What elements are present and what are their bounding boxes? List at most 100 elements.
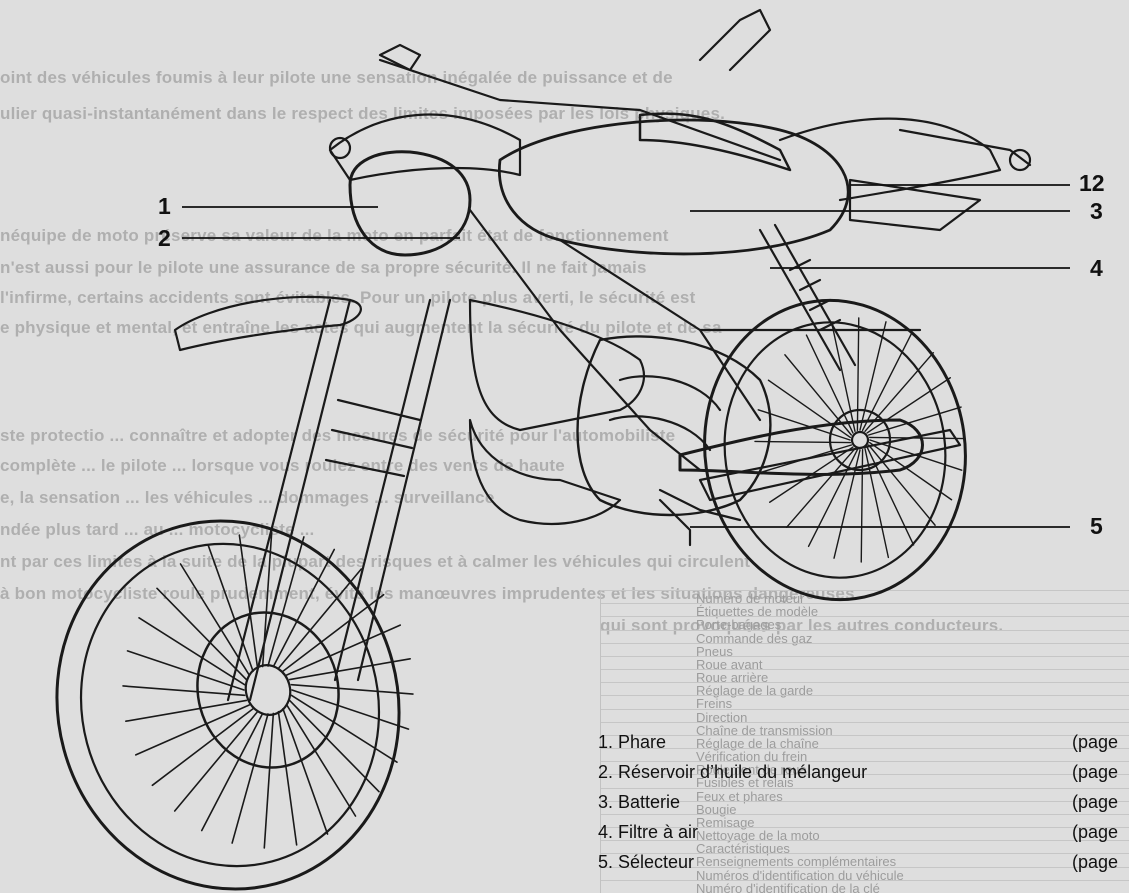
toc-divider xyxy=(601,616,1129,618)
wheel-spoke xyxy=(864,447,890,559)
engine xyxy=(576,335,772,517)
toc-entry: Roulement de roue xyxy=(696,762,807,778)
toc-entry: Remisage xyxy=(696,814,755,830)
toc-entry: Porte-bagages xyxy=(696,617,782,633)
wheel-spoke xyxy=(151,707,254,787)
wheel-spoke xyxy=(282,707,329,835)
callout-5: 5 xyxy=(1090,513,1103,539)
wheel-spoke xyxy=(861,332,913,432)
toc-entry: Numéro d'identification de la clé xyxy=(696,880,880,893)
toc-divider xyxy=(601,590,1129,591)
legend-page-ref: (page xyxy=(1072,822,1119,842)
legend-label: 3. Batterie xyxy=(598,792,681,812)
toc-entry: Réglage de la garde xyxy=(696,683,814,699)
toc-entry: Bougie xyxy=(696,801,737,817)
wheel-spoke xyxy=(867,444,936,526)
toc-divider xyxy=(601,800,1129,802)
wheel-spoke xyxy=(126,650,245,691)
legend-item: 4. Filtre à air (page xyxy=(598,818,1129,848)
wheel-spoke xyxy=(272,548,336,668)
wheel-spoke xyxy=(757,409,851,441)
legend-page-ref: (page xyxy=(1072,792,1119,812)
front-fork-right xyxy=(333,298,432,682)
wheel-spoke xyxy=(134,704,251,756)
wheel-spoke xyxy=(830,321,856,433)
wheel-spoke xyxy=(263,712,275,849)
front-tire xyxy=(55,519,401,891)
legend-item: 5. Sélecteur (page xyxy=(598,848,1129,878)
toc-divider xyxy=(601,682,1129,684)
callout-2: 2 xyxy=(158,225,171,251)
toc-divider xyxy=(601,642,1129,644)
toc-divider xyxy=(601,721,1129,723)
toc-entry: Commande des gaz xyxy=(696,630,813,646)
bg-line: oint des véhicules foumis à leur pilote … xyxy=(0,68,673,87)
exhaust xyxy=(468,418,622,526)
toc-divider xyxy=(601,774,1129,776)
mirror xyxy=(698,8,772,72)
toc-entry: Roue avant xyxy=(696,656,763,672)
parts-legend: 1. Phare (page 2. Réservoir d’huile du m… xyxy=(598,728,1129,878)
legend-label: 5. Sélecteur xyxy=(598,852,695,872)
toc-entry: Fusibles et relais xyxy=(696,775,794,791)
toc-divider xyxy=(601,879,1129,881)
bg-line: nt par ces limites à la suite de la plup… xyxy=(0,552,751,571)
toc-entry: Pneus xyxy=(696,643,733,659)
wheel-spoke xyxy=(207,545,254,673)
wheel-spoke xyxy=(156,587,248,681)
wheel-spoke xyxy=(867,406,962,436)
legend-page-ref: (page xyxy=(1072,762,1119,782)
legend-item: 3. Batterie (page xyxy=(598,788,1129,818)
toc-divider xyxy=(601,787,1129,789)
toc-entry: Numéro de moteur xyxy=(696,591,805,606)
wheel-spoke xyxy=(767,379,852,439)
wheel-spoke xyxy=(173,710,259,812)
toc-divider xyxy=(601,840,1129,842)
toc-divider xyxy=(601,695,1129,697)
bg-line: ste protectio ... connaître et adopter d… xyxy=(0,426,676,445)
wheel-spoke xyxy=(860,448,864,563)
toc-divider xyxy=(601,853,1129,855)
wheel-spoke xyxy=(866,377,952,434)
wheel-spoke xyxy=(122,685,246,697)
toc-divider xyxy=(601,669,1129,671)
wheel-spoke xyxy=(784,354,853,436)
toc-entry: Vérification du frein xyxy=(696,749,808,765)
toc-divider xyxy=(601,827,1129,829)
wheel-spoke xyxy=(868,436,966,440)
front-rim xyxy=(79,542,381,868)
callout-1: 1 xyxy=(158,193,171,219)
wheel-spoke xyxy=(288,699,380,793)
drive-chain xyxy=(678,418,924,476)
toc-entry: Renseignements complémentaires xyxy=(696,854,897,870)
wheel-spoke xyxy=(277,710,298,846)
seat xyxy=(778,117,1002,202)
toc-divider xyxy=(601,629,1129,631)
wheel-spoke xyxy=(138,617,246,686)
toc-divider xyxy=(601,866,1129,868)
wheel-spoke xyxy=(285,704,357,817)
wheel-spoke xyxy=(864,352,935,433)
bg-line: ulier quasi-instantanément dans le respe… xyxy=(0,104,726,123)
bg-line: e physique et mental, et entraîne les ac… xyxy=(0,318,722,337)
legend-label: 2. Réservoir d’huile du mélangeur xyxy=(598,762,868,782)
bg-line: l'infirme, certains accidents sont évita… xyxy=(0,288,696,307)
legend-label: 4. Filtre à air xyxy=(598,822,699,842)
wheel-spoke xyxy=(859,321,887,431)
fuel-tank xyxy=(497,118,850,256)
toc-entry: Freins xyxy=(696,696,733,712)
wheel-spoke xyxy=(807,448,859,548)
callout-12: 12 xyxy=(1079,170,1105,196)
toc-divider xyxy=(601,761,1129,763)
toc-entry: Nettoyage de la moto xyxy=(696,828,820,844)
bg-line: complète ... le pilote ... lorsque vous … xyxy=(0,456,565,475)
wheel-spoke xyxy=(290,683,414,695)
toc-divider xyxy=(601,708,1129,710)
gear-shifter xyxy=(658,488,742,547)
wheel-spoke xyxy=(291,689,410,730)
toc-divider xyxy=(601,734,1129,736)
bg-line: néquipe de moto préserve sa valeur de la… xyxy=(0,226,669,245)
